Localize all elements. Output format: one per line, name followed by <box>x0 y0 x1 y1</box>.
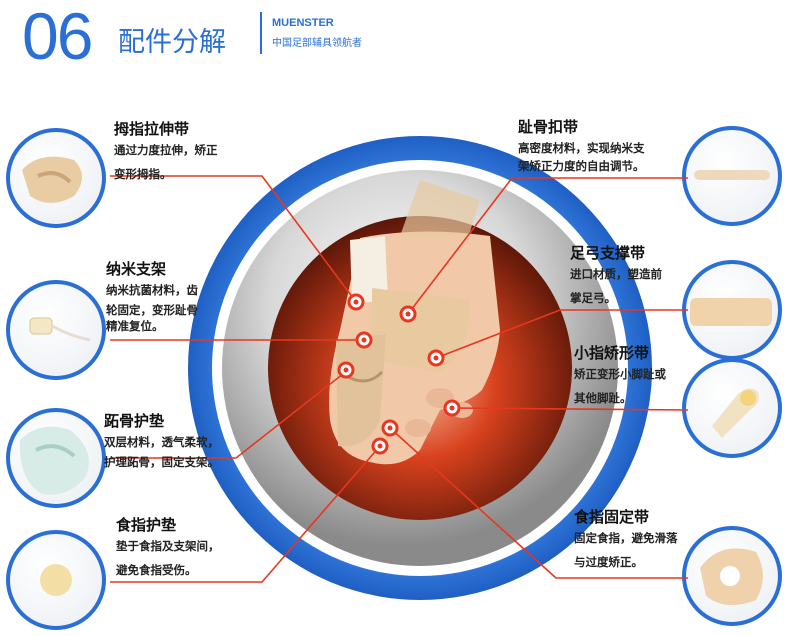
part-label-arch-strap: 足弓支撑带 <box>570 244 646 262</box>
part-label-toe-buckle: 趾骨扣带 <box>518 118 579 136</box>
part-desc-arch-strap-2: 掌足弓。 <box>570 291 616 305</box>
part-label-pinky-strap: 小指矫形带 <box>574 344 650 362</box>
part-desc-thumb-strap-2: 变形拇指。 <box>114 167 172 181</box>
brand-slogan: 中国足部辅具领航者 <box>272 38 362 49</box>
part-desc-nano-bracket-2: 轮固定，变形趾骨 <box>106 303 198 317</box>
section-title: 配件分解 <box>118 27 226 58</box>
thumb-index-pad <box>6 530 106 630</box>
leader-lines <box>110 175 689 583</box>
thumb-arch-strap <box>682 260 782 360</box>
part-desc-nano-bracket-1: 纳米抗菌材料，齿 <box>106 283 198 297</box>
part-desc-index-strap-1: 固定食指，避免滑落 <box>574 531 678 545</box>
part-desc-index-strap-2: 与过度矫正。 <box>574 555 643 569</box>
header-divider <box>260 12 262 54</box>
brand-name: MUENSTER <box>272 17 334 29</box>
part-label-metatarsal-pad: 跖骨护垫 <box>104 412 165 430</box>
part-desc-metatarsal-pad-2: 护理跖骨，固定支架。 <box>104 455 219 469</box>
part-desc-thumb-strap-1: 通过力度拉伸，矫正 <box>114 143 218 157</box>
part-desc-pinky-strap-2: 其他脚趾。 <box>574 391 632 405</box>
part-label-thumb-strap: 拇指拉伸带 <box>114 120 190 138</box>
part-desc-index-pad-2: 避免食指受伤。 <box>116 563 197 577</box>
part-desc-metatarsal-pad-1: 双层材料，透气柔软， <box>104 435 219 449</box>
part-desc-toe-buckle-1: 高密度材料，实现纳米支 <box>518 141 645 155</box>
part-label-nano-bracket: 纳米支架 <box>106 260 167 278</box>
thumb-toe-buckle <box>682 126 782 226</box>
thumb-thumb-strap <box>6 128 106 228</box>
part-label-index-pad: 食指护垫 <box>116 516 177 534</box>
section-number: 06 <box>22 0 93 73</box>
thumb-metatarsal-pad <box>6 408 106 508</box>
part-label-index-strap: 食指固定带 <box>574 508 650 526</box>
thumb-index-strap <box>682 526 782 626</box>
part-desc-pinky-strap-1: 矫正变形小脚趾或 <box>574 367 666 381</box>
thumb-nano-bracket <box>6 280 106 380</box>
thumb-pinky-strap <box>682 358 782 458</box>
part-desc-nano-bracket-3: 精准复位。 <box>106 319 164 333</box>
part-desc-index-pad-1: 垫于食指及支架间， <box>116 539 220 553</box>
part-desc-arch-strap-1: 进口材质，塑造前 <box>570 267 662 281</box>
markers <box>337 293 461 455</box>
part-desc-toe-buckle-2: 架矫正力度的自由调节。 <box>518 159 645 173</box>
